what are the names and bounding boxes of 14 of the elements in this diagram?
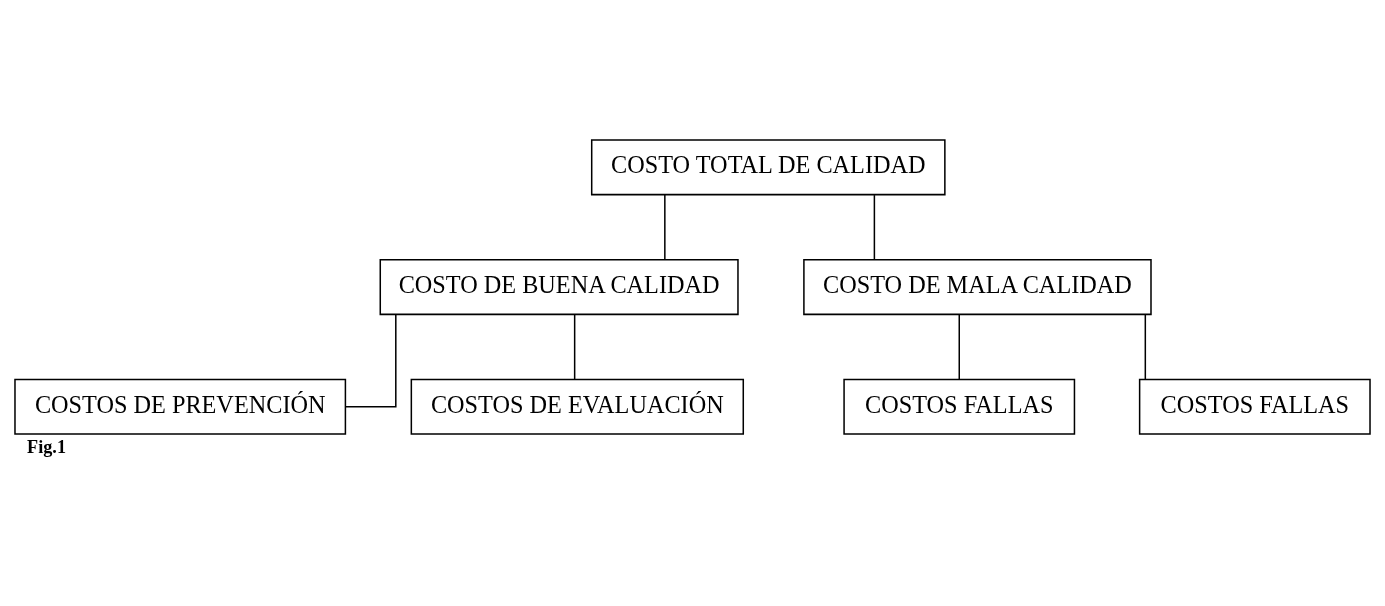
connector xyxy=(958,314,960,380)
node-box: COSTO DE MALA CALIDAD xyxy=(803,259,1152,316)
connector xyxy=(873,194,876,261)
connector xyxy=(664,194,666,261)
connector xyxy=(345,314,397,408)
node-box: COSTOS DE PREVENCIÓN xyxy=(14,378,347,435)
caption: Fig.1 xyxy=(27,437,66,458)
node-box: COSTOS DE EVALUACIÓN xyxy=(410,378,745,435)
connector xyxy=(1144,314,1147,380)
node-box: COSTO DE BUENA CALIDAD xyxy=(379,259,739,316)
node-box: COSTOS FALLAS xyxy=(843,378,1076,435)
node-box: COSTO TOTAL DE CALIDAD xyxy=(590,139,946,196)
node-box: COSTOS FALLAS xyxy=(1138,378,1371,435)
connector xyxy=(573,314,576,380)
